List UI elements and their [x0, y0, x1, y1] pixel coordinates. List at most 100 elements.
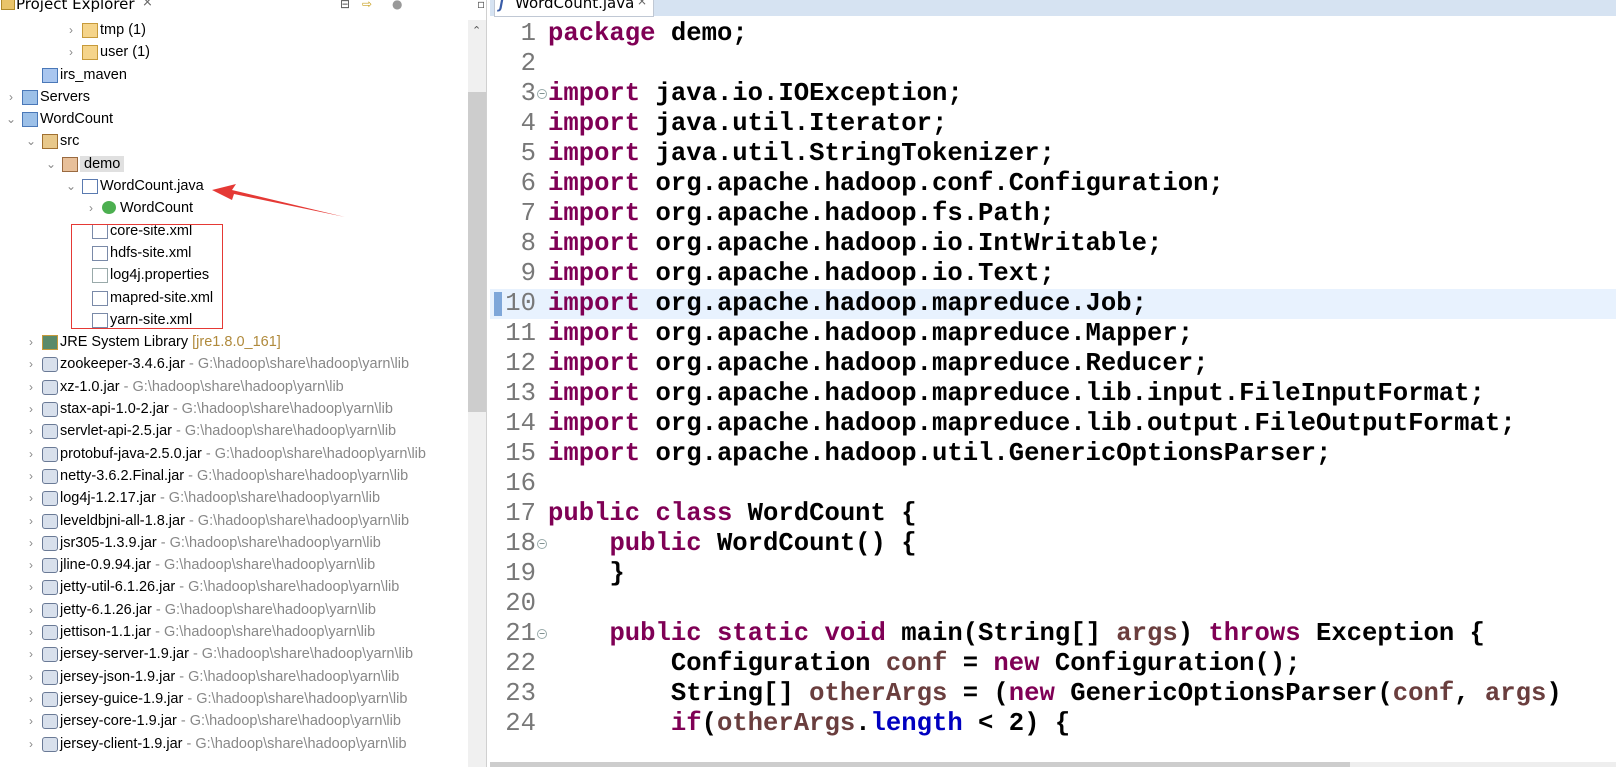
- tree-item[interactable]: ›stax-api-1.0-2.jar - G:\hadoop\share\ha…: [0, 398, 465, 420]
- explorer-scrollbar[interactable]: ⌃: [468, 20, 486, 767]
- expand-chevron-icon[interactable]: ›: [29, 424, 33, 439]
- expand-chevron-icon[interactable]: ›: [69, 45, 73, 60]
- code-line[interactable]: 23 String[] otherArgs = (new GenericOpti…: [490, 679, 1616, 709]
- minimize-icon[interactable]: ▫: [477, 0, 486, 11]
- tree-item[interactable]: ›jersey-client-1.9.jar - G:\hadoop\share…: [0, 733, 465, 755]
- code-line[interactable]: 18− public WordCount() {: [490, 529, 1616, 559]
- expand-chevron-icon[interactable]: ›: [29, 513, 33, 528]
- tab-wordcount-java[interactable]: J WordCount.java ×: [494, 0, 654, 17]
- tree-item[interactable]: ›leveldbjni-all-1.8.jar - G:\hadoop\shar…: [0, 510, 465, 532]
- expand-chevron-icon[interactable]: ›: [29, 647, 33, 662]
- close-icon[interactable]: ×: [637, 0, 648, 8]
- tree-item[interactable]: yarn-site.xml: [0, 309, 465, 331]
- collapse-all-icon[interactable]: ⊟: [340, 0, 351, 11]
- tree-item[interactable]: irs_maven: [0, 64, 465, 86]
- tree-item[interactable]: ⌄demo: [0, 153, 465, 175]
- code-line[interactable]: 21− public static void main(String[] arg…: [490, 619, 1616, 649]
- expand-chevron-icon[interactable]: ›: [29, 625, 33, 640]
- expand-chevron-icon[interactable]: ›: [29, 669, 33, 684]
- tree-item[interactable]: ⌄src: [0, 130, 465, 152]
- code-line[interactable]: 16: [490, 469, 1616, 499]
- scrollbar-thumb[interactable]: [468, 92, 486, 412]
- expand-chevron-icon[interactable]: ›: [29, 736, 33, 751]
- expand-chevron-icon[interactable]: ›: [69, 23, 73, 37]
- tree-item[interactable]: ›jsr305-1.3.9.jar - G:\hadoop\share\hado…: [0, 532, 465, 554]
- expand-chevron-icon[interactable]: ›: [29, 691, 33, 706]
- tree-item[interactable]: ›Servers: [0, 86, 465, 108]
- code-line[interactable]: 22 Configuration conf = new Configuratio…: [490, 649, 1616, 679]
- link-with-editor-icon[interactable]: ⇨: [362, 0, 373, 11]
- tree-item[interactable]: ›jetty-6.1.26.jar - G:\hadoop\share\hado…: [0, 599, 465, 621]
- tree-item[interactable]: ⌄WordCount: [0, 108, 465, 130]
- close-icon[interactable]: ×: [142, 0, 153, 10]
- tree-item[interactable]: ›JRE System Library [jre1.8.0_161]: [0, 331, 465, 353]
- code-line[interactable]: 24 if(otherArgs.length < 2) {: [490, 709, 1616, 739]
- fold-toggle-icon[interactable]: −: [537, 89, 547, 99]
- expand-chevron-icon[interactable]: ›: [29, 357, 33, 372]
- collapse-chevron-icon[interactable]: ⌄: [46, 156, 57, 171]
- tree-item[interactable]: ›xz-1.0.jar - G:\hadoop\share\hadoop\yar…: [0, 376, 465, 398]
- filter-icon[interactable]: ●: [392, 0, 403, 11]
- tree-item[interactable]: ›jetty-util-6.1.26.jar - G:\hadoop\share…: [0, 576, 465, 598]
- expand-chevron-icon[interactable]: ›: [29, 468, 33, 483]
- tree-item[interactable]: ›log4j-1.2.17.jar - G:\hadoop\share\hado…: [0, 487, 465, 509]
- expand-chevron-icon[interactable]: ›: [29, 535, 33, 550]
- tree-item[interactable]: hdfs-site.xml: [0, 242, 465, 264]
- horizontal-scrollbar[interactable]: [490, 762, 1616, 767]
- tree-item[interactable]: ›jersey-core-1.9.jar - G:\hadoop\share\h…: [0, 710, 465, 732]
- expand-chevron-icon[interactable]: ›: [89, 201, 93, 216]
- code-line[interactable]: 3−import java.io.IOException;: [490, 79, 1616, 109]
- expand-chevron-icon[interactable]: ›: [29, 402, 33, 417]
- tree-item[interactable]: log4j.properties: [0, 264, 465, 286]
- expand-chevron-icon[interactable]: ›: [29, 335, 33, 350]
- expand-chevron-icon[interactable]: ›: [29, 379, 33, 394]
- tree-item[interactable]: ⌄WordCount.java: [0, 175, 465, 197]
- tree-item[interactable]: core-site.xml: [0, 220, 465, 242]
- expand-chevron-icon[interactable]: ›: [29, 580, 33, 595]
- expand-chevron-icon[interactable]: ›: [29, 714, 33, 729]
- collapse-chevron-icon[interactable]: ⌄: [66, 179, 77, 194]
- tree-item[interactable]: ›zookeeper-3.4.6.jar - G:\hadoop\share\h…: [0, 353, 465, 375]
- tree-item[interactable]: ›servlet-api-2.5.jar - G:\hadoop\share\h…: [0, 420, 465, 442]
- tree-item[interactable]: ›user (1): [0, 41, 465, 63]
- tree-item[interactable]: ›WordCount: [0, 197, 465, 219]
- tree-item[interactable]: ›jersey-json-1.9.jar - G:\hadoop\share\h…: [0, 666, 465, 688]
- tree-item[interactable]: ›jersey-server-1.9.jar - G:\hadoop\share…: [0, 643, 465, 665]
- tree-item[interactable]: ›protobuf-java-2.5.0.jar - G:\hadoop\sha…: [0, 443, 465, 465]
- tree-item[interactable]: mapred-site.xml: [0, 287, 465, 309]
- tree-item[interactable]: ›tmp (1): [0, 19, 465, 41]
- tree-item[interactable]: ›netty-3.6.2.Final.jar - G:\hadoop\share…: [0, 465, 465, 487]
- collapse-chevron-icon[interactable]: ⌄: [26, 134, 37, 149]
- scrollbar-thumb[interactable]: [490, 762, 1350, 767]
- collapse-chevron-icon[interactable]: ⌄: [6, 112, 17, 127]
- fold-toggle-icon[interactable]: −: [537, 629, 547, 639]
- expand-chevron-icon[interactable]: ›: [9, 89, 13, 104]
- scroll-up-icon[interactable]: ⌃: [472, 24, 482, 37]
- tree-item[interactable]: ›jettison-1.1.jar - G:\hadoop\share\hado…: [0, 621, 465, 643]
- code-line[interactable]: 2: [490, 49, 1616, 79]
- expand-chevron-icon[interactable]: ›: [29, 558, 33, 573]
- expand-chevron-icon[interactable]: ›: [29, 602, 33, 617]
- project-explorer-title[interactable]: Project Explorer: [16, 0, 135, 13]
- tree-item[interactable]: ›jline-0.9.94.jar - G:\hadoop\share\hado…: [0, 554, 465, 576]
- expand-chevron-icon[interactable]: ›: [29, 491, 33, 506]
- tree-item[interactable]: ›jersey-guice-1.9.jar - G:\hadoop\share\…: [0, 688, 465, 710]
- code-line[interactable]: 20: [490, 589, 1616, 619]
- expand-chevron-icon[interactable]: ›: [29, 446, 33, 461]
- code-line[interactable]: 19 }: [490, 559, 1616, 589]
